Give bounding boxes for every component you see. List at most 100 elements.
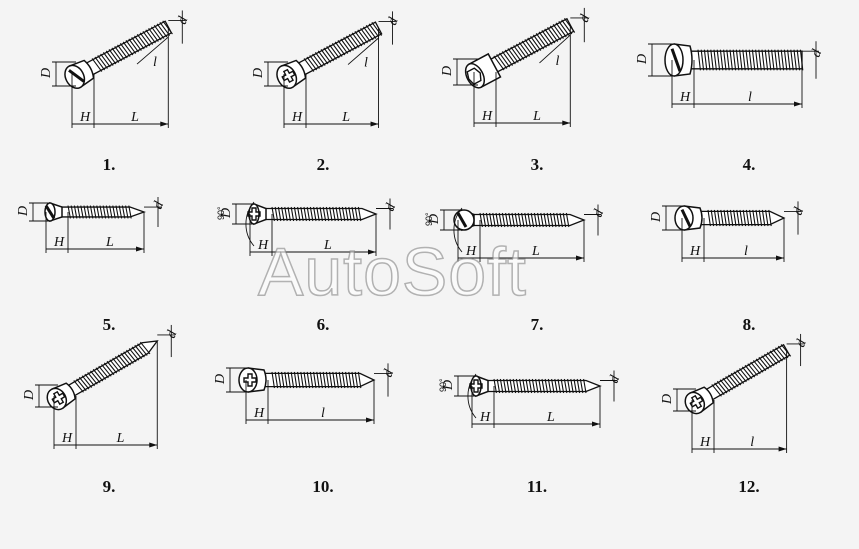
thread-line [518,42,530,57]
thread-line [503,378,507,394]
thread-line [725,376,736,389]
thread-line [549,25,562,41]
label-D: D [649,212,664,223]
thread-line [335,371,339,389]
figure-caption: 10. [312,477,334,496]
thread-line [758,209,763,227]
thread-line [114,46,125,60]
thread-line [496,378,501,394]
angle-arc [453,207,463,253]
thread-line [319,206,323,222]
thread-line [713,209,718,227]
thread-line [716,49,721,71]
thread-line [564,18,576,33]
label-l: l [748,90,752,105]
thread-line [121,205,126,219]
dimension-lines [232,198,393,256]
thread-line [521,40,533,56]
arrow-head [366,417,374,423]
label-H: H [257,238,269,253]
label-D: D [427,214,442,225]
cross-drive-icon [51,390,66,406]
label-H: H [291,110,303,125]
thread-line [112,205,116,219]
thread-line [109,359,120,372]
thread-line [707,49,711,71]
thread-line [314,52,326,66]
thread-line [84,373,95,387]
arrow-head [370,121,379,127]
thread-line [533,212,538,228]
thread-line [525,378,529,394]
thread-line [501,51,513,66]
thread-line [544,378,549,394]
thread-line [117,354,129,368]
thread-line [119,43,131,57]
dimension-lines [29,197,161,253]
thread-line [274,206,279,222]
thread-line [348,371,352,389]
thread-line [338,371,343,389]
dimension-lines [648,41,819,108]
thread-line [758,356,769,370]
thread-line [745,209,750,227]
thread-line [513,45,525,60]
thread-line [515,378,520,394]
thread-line [535,33,547,48]
thread-line [527,37,539,53]
thread-line [552,24,564,39]
label-d: d [591,207,608,220]
thread-line [519,378,523,394]
thread-line [102,205,107,219]
label-l: l [153,55,157,70]
thread-line [293,371,298,389]
thread-line [322,206,327,222]
thread-line [312,53,323,68]
screw-body [453,208,586,232]
thread-line [128,348,140,361]
thread-line [761,209,766,227]
figure-caption: 8. [742,315,756,334]
figure-caption: 2. [316,155,330,174]
thread-line [719,379,731,392]
thread-line [553,212,557,228]
dim-l-line [539,34,571,64]
thread-line [710,209,715,227]
label-l: l [321,406,325,421]
thread-line [755,358,767,372]
label-L: L [546,410,555,425]
thread-line [504,49,516,65]
screw-body [238,367,376,393]
thread-line [351,371,355,389]
label-L: L [105,235,114,250]
thread-line [512,378,517,394]
thread-line [714,382,725,396]
thread-line [768,209,772,227]
thread-line [281,371,285,389]
thread-line [790,49,794,71]
thread-line [303,206,307,222]
figure-caption: 12. [738,477,760,496]
screw-body [664,43,804,77]
thread-line [78,376,90,390]
thread-line [752,360,764,373]
thread-line [793,49,797,71]
thread-line [148,28,159,42]
label-d: d [793,337,810,350]
thread-line [128,205,132,219]
dimension-lines [264,11,396,128]
thread-line [755,209,759,227]
thread-line [524,212,528,228]
thread-line [752,209,756,227]
thread-line [103,362,115,376]
thread-line [284,206,288,222]
thread-line [766,352,778,365]
thread-line [560,378,565,394]
thread-line [739,368,750,381]
